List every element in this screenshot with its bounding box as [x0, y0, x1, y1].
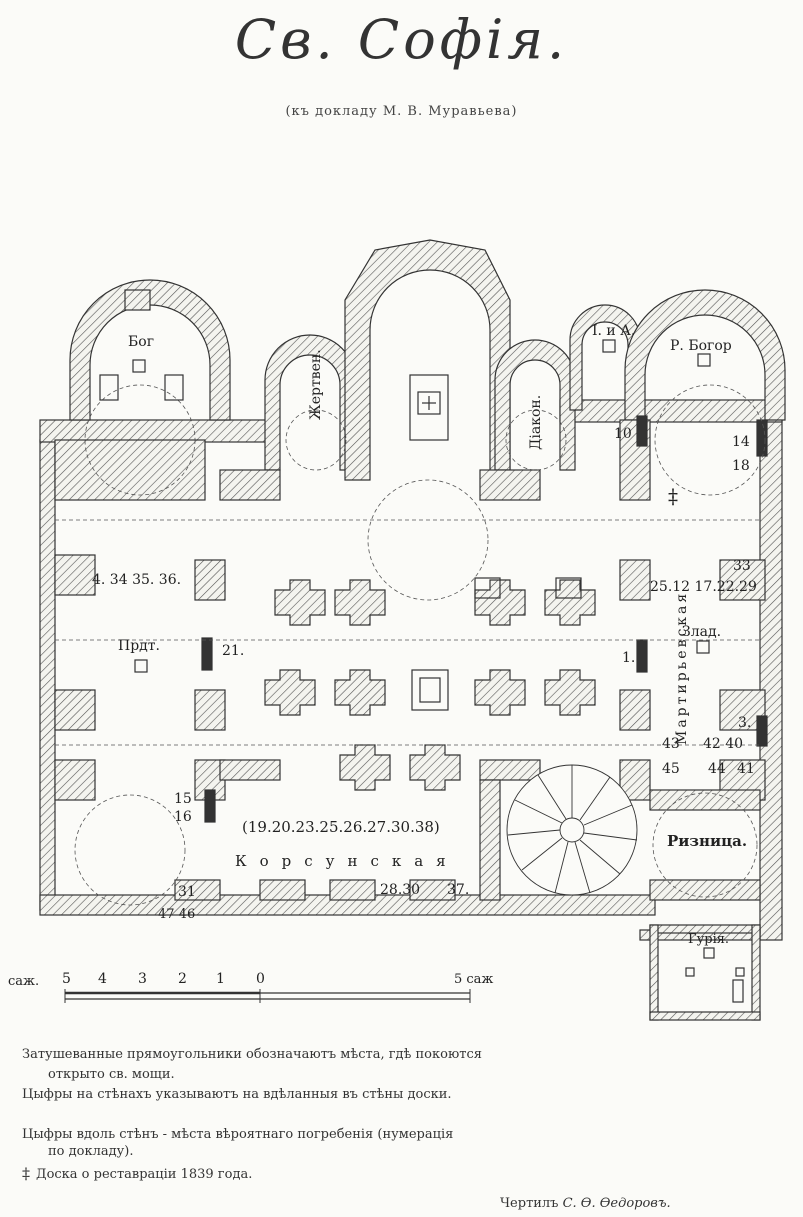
num-4-36: 4. 34 35. 36. [92, 572, 181, 588]
legend-line-2: Цыфры на стѣнахъ указываютъ на вдѣланныя… [22, 1087, 452, 1102]
room-label-korsun-nums: (19.20.23.25.26.27.30.38) [242, 818, 440, 836]
num-47-46: 47 46 [158, 907, 195, 922]
room-label-r-bogor: Р. Богор [670, 338, 732, 354]
spiral-staircase [506, 764, 638, 896]
num-21: 21. [222, 643, 244, 659]
room-label-riznica: Ризница. [667, 832, 747, 850]
num-10: 10 [614, 426, 632, 442]
num-25-29: 25.12 17.22.29 [650, 579, 757, 595]
num-28-30: 28.30 [380, 882, 420, 898]
wall-numbers: 10 14 18 33 4. 34 35. 36. 25.12 17.22.29… [92, 426, 757, 922]
num-43: 43 [662, 736, 680, 752]
scale-unit-left: саж. [8, 974, 39, 989]
legend-line-4: Доска о реставраціи 1839 года. [36, 1167, 253, 1182]
outer-walls [39, 399, 783, 941]
scale-tick-1: 1 [216, 971, 225, 987]
signature-name: С. Ѳ. Ѳедоровъ. [562, 1196, 671, 1211]
num-45: 45 [662, 761, 680, 777]
room-label-guria: Гурія. [688, 932, 729, 947]
scale-tick-0: 0 [256, 971, 265, 987]
restoration-cross: ‡ [668, 484, 678, 508]
room-label-zhertven: Жертвен. [308, 349, 324, 420]
room-label-zlad: Злад. [682, 624, 721, 640]
interior-walls [54, 415, 768, 1021]
scale-tick-3: 3 [138, 971, 147, 987]
signature-label: Чертилъ [500, 1196, 559, 1211]
legend-line-3b: по докладу). [48, 1144, 134, 1159]
scale-right: 5 саж [454, 972, 493, 987]
legend-line-1b: открыто св. мощи. [48, 1067, 175, 1082]
room-label-bog: Бог [128, 334, 154, 350]
signature: Чертилъ С. Ѳ. Ѳедоровъ. [500, 1196, 671, 1211]
num-14: 14 [732, 434, 750, 450]
room-label-diakon: Діакон. [528, 395, 544, 450]
legend-cross-icon: ‡ [22, 1164, 30, 1183]
num-44: 44 [708, 761, 726, 777]
num-3: 3. [738, 715, 751, 731]
altar-marks [99, 339, 745, 1003]
room-label-prdt: Прдт. [118, 638, 160, 654]
apses [69, 239, 786, 481]
num-1: 1. [622, 650, 635, 666]
scale-bar: саж. 5 4 3 2 1 0 5 саж [8, 971, 493, 1003]
room-label-martirev: Мартирьевская [674, 591, 690, 745]
legend-line-3: Цыфры вдоль стѣнъ - мѣста вѣроятнаго пог… [22, 1127, 454, 1142]
vault-outlines [55, 384, 766, 906]
scale-tick-5: 5 [62, 971, 71, 987]
num-15: 15 [174, 791, 192, 807]
num-37: 37. [447, 882, 469, 898]
num-33: 33 [733, 558, 751, 574]
room-label-korsun: Корсунская [235, 852, 459, 870]
num-31: 31 [178, 884, 196, 900]
nave-piers [264, 579, 596, 791]
num-42-40: 42 40 [703, 736, 743, 752]
page-title: Св. Софія. [234, 8, 569, 71]
scale-tick-4: 4 [98, 971, 107, 987]
num-41: 41 [737, 761, 755, 777]
num-16: 16 [174, 809, 192, 825]
page-subtitle: (къ докладу М. В. Муравьева) [285, 104, 518, 119]
legend-line-1: Затушеванные прямоугольники обозначаютъ … [22, 1047, 482, 1062]
scale-tick-2: 2 [178, 971, 187, 987]
room-label-i-a: І. и А. [592, 323, 635, 339]
num-18: 18 [732, 458, 750, 474]
